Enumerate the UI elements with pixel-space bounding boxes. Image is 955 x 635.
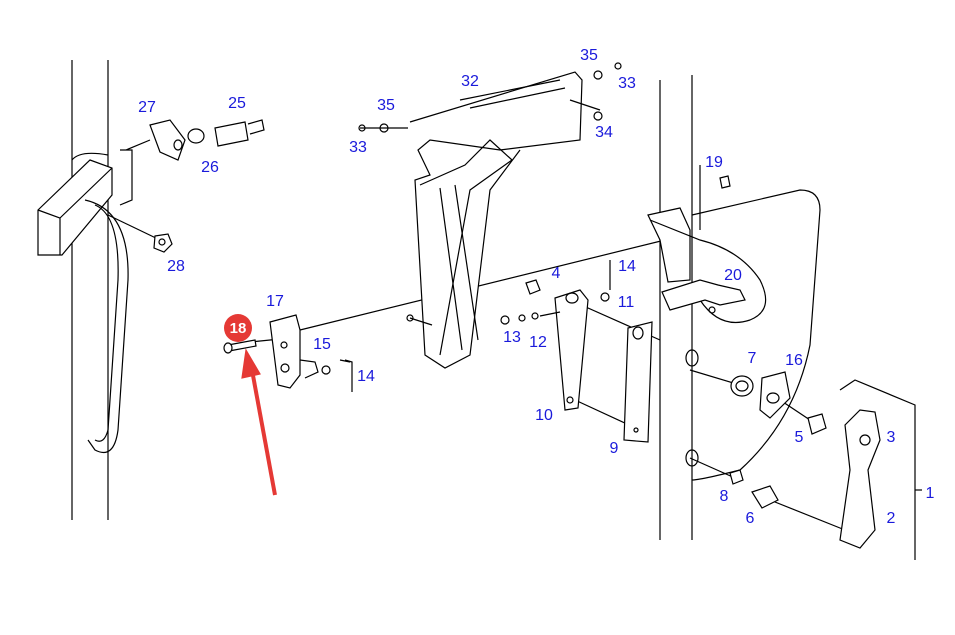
highlight-arrow: [241, 348, 277, 496]
part-label[interactable]: 15: [313, 336, 331, 353]
part-label[interactable]: 27: [138, 99, 156, 116]
right-door-panel: [647, 75, 821, 540]
connecting-lines: [249, 165, 846, 531]
part-label[interactable]: 10: [535, 407, 553, 424]
highlighted-part-marker[interactable]: 18: [224, 314, 252, 342]
part-label[interactable]: 20: [724, 267, 742, 284]
part-label[interactable]: 3: [886, 429, 896, 446]
hardware-small: [500, 260, 746, 325]
part-label[interactable]: 34: [595, 124, 613, 141]
link-plate-10: [554, 289, 589, 411]
part-label[interactable]: 13: [503, 329, 521, 346]
left-door-frame: [37, 60, 161, 520]
part-label[interactable]: 12: [529, 334, 547, 351]
part-label[interactable]: 4: [551, 265, 561, 282]
handle-parts: [729, 371, 827, 509]
part-label[interactable]: 28: [167, 258, 185, 275]
part-label[interactable]: 14: [618, 258, 636, 275]
part-label[interactable]: 26: [201, 159, 219, 176]
part-label[interactable]: 25: [228, 95, 246, 112]
parts-25-28: [125, 119, 265, 253]
screw-18: [223, 339, 257, 354]
latch-17: [269, 314, 353, 392]
part-label[interactable]: 19: [705, 154, 723, 171]
plate-9: [623, 321, 653, 443]
outer-handle-2: [839, 379, 922, 560]
part-label[interactable]: 11: [617, 294, 635, 311]
part-label[interactable]: 9: [609, 440, 619, 457]
part-label[interactable]: 7: [747, 350, 757, 367]
part-label[interactable]: 2: [886, 510, 896, 527]
part-label[interactable]: 1: [925, 485, 935, 502]
part-label[interactable]: 6: [745, 510, 755, 527]
part-label[interactable]: 14: [357, 368, 375, 385]
part-label[interactable]: 16: [785, 352, 803, 369]
part-label[interactable]: 35: [580, 47, 598, 64]
part-label[interactable]: 33: [618, 75, 636, 92]
part-label[interactable]: 32: [461, 73, 479, 90]
bracket-32: [358, 62, 622, 369]
part-label[interactable]: 8: [719, 488, 729, 505]
part-label[interactable]: 5: [794, 429, 804, 446]
part-label[interactable]: 35: [377, 97, 395, 114]
part-label[interactable]: 33: [349, 139, 367, 156]
part-label[interactable]: 17: [266, 293, 284, 310]
